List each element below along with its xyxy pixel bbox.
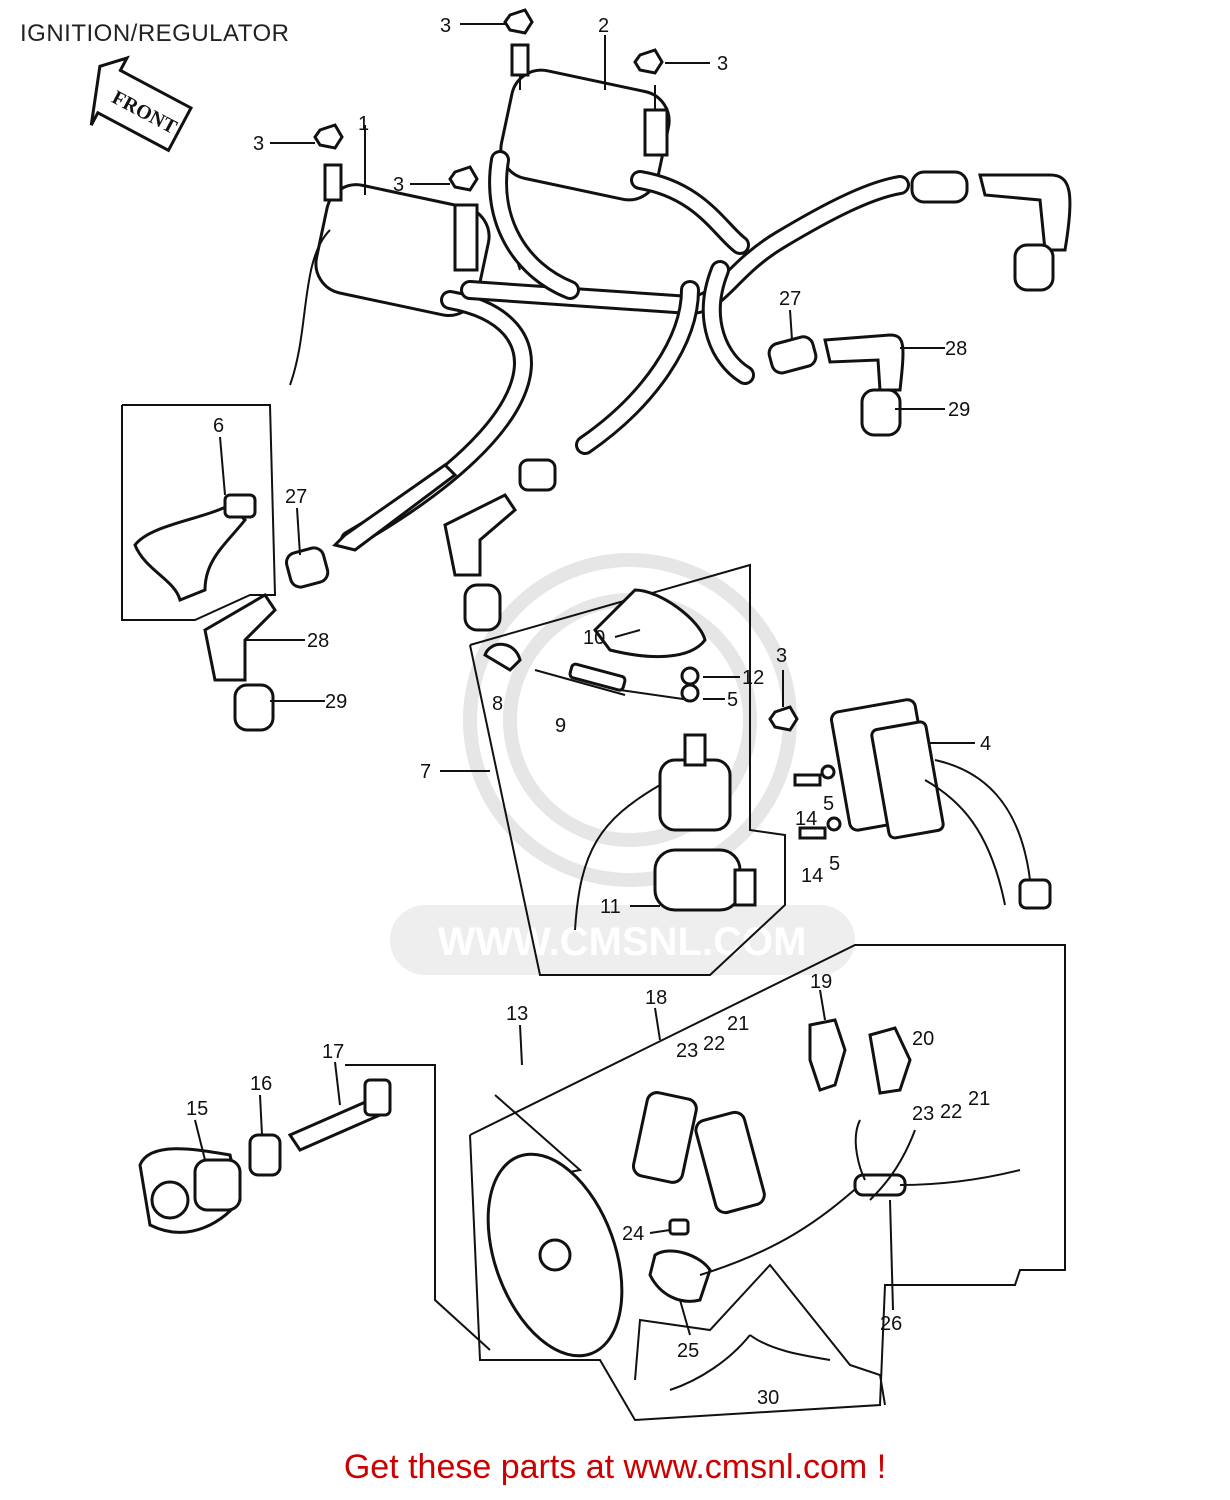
callout-23: 23 bbox=[912, 1103, 934, 1125]
callout-30: 30 bbox=[757, 1387, 779, 1409]
callout-14: 14 bbox=[801, 865, 823, 887]
callout-24: 24 bbox=[622, 1223, 644, 1245]
ignition-coil-lower bbox=[289, 163, 521, 386]
callout-7: 7 bbox=[420, 761, 431, 783]
callout-13: 13 bbox=[506, 1003, 528, 1025]
callout-23: 23 bbox=[676, 1040, 698, 1062]
lower-left-caps bbox=[203, 458, 557, 732]
callout-16: 16 bbox=[250, 1073, 272, 1095]
callout-3: 3 bbox=[440, 15, 451, 37]
callout-5: 5 bbox=[823, 793, 834, 815]
callout-22: 22 bbox=[940, 1101, 962, 1123]
callout-3: 3 bbox=[717, 53, 728, 75]
callout-27: 27 bbox=[779, 288, 801, 310]
callout-29: 29 bbox=[948, 399, 970, 421]
fasteners bbox=[313, 8, 842, 840]
callout-28: 28 bbox=[307, 630, 329, 652]
footer-link-text[interactable]: Get these parts at www.cmsnl.com ! bbox=[343, 1448, 887, 1486]
regulator-box bbox=[469, 563, 786, 976]
callout-15: 15 bbox=[186, 1098, 208, 1120]
callout-25: 25 bbox=[677, 1340, 699, 1362]
callout-labels: 3 2 3 3 1 3 27 28 29 6 27 28 29 10 3 12 … bbox=[186, 15, 991, 1409]
callout-6: 6 bbox=[213, 415, 224, 437]
spark-plug-cap-box bbox=[121, 404, 277, 621]
callout-5: 5 bbox=[727, 689, 738, 711]
callout-9: 9 bbox=[555, 715, 566, 737]
page-title: IGNITION/REGULATOR bbox=[20, 20, 290, 47]
callout-10: 10 bbox=[583, 627, 605, 649]
callout-14: 14 bbox=[795, 808, 817, 830]
ignition-coil-upper bbox=[499, 43, 671, 202]
callout-28: 28 bbox=[945, 338, 967, 360]
parts-diagram: WWW.CMSNL.COM FRONT bbox=[89, 8, 1072, 1422]
callout-20: 20 bbox=[912, 1028, 934, 1050]
callout-3: 3 bbox=[776, 645, 787, 667]
callout-11: 11 bbox=[600, 896, 621, 918]
callout-18: 18 bbox=[645, 987, 667, 1009]
callout-22: 22 bbox=[703, 1033, 725, 1055]
advancer-assembly bbox=[138, 1064, 491, 1351]
callout-4: 4 bbox=[980, 733, 991, 755]
callout-17: 17 bbox=[322, 1041, 344, 1063]
callout-21: 21 bbox=[727, 1013, 749, 1035]
leader-lines bbox=[194, 23, 975, 1336]
front-arrow: FRONT bbox=[89, 55, 194, 153]
watermark-text: WWW.CMSNL.COM bbox=[438, 920, 807, 964]
callout-2: 2 bbox=[598, 15, 609, 37]
callout-19: 19 bbox=[810, 971, 832, 993]
callout-21: 21 bbox=[968, 1088, 990, 1110]
callout-29: 29 bbox=[325, 691, 347, 713]
callout-1: 1 bbox=[358, 113, 369, 135]
callout-5: 5 bbox=[829, 853, 840, 875]
callout-3: 3 bbox=[393, 174, 404, 196]
callout-12: 12 bbox=[742, 667, 764, 689]
regulator bbox=[829, 698, 1052, 910]
callout-8: 8 bbox=[492, 693, 503, 715]
callout-26: 26 bbox=[880, 1313, 902, 1335]
pickup-assembly bbox=[469, 944, 1066, 1422]
callout-3: 3 bbox=[253, 133, 264, 155]
callout-27: 27 bbox=[285, 486, 307, 508]
plug-caps-upper-right bbox=[767, 170, 1072, 437]
